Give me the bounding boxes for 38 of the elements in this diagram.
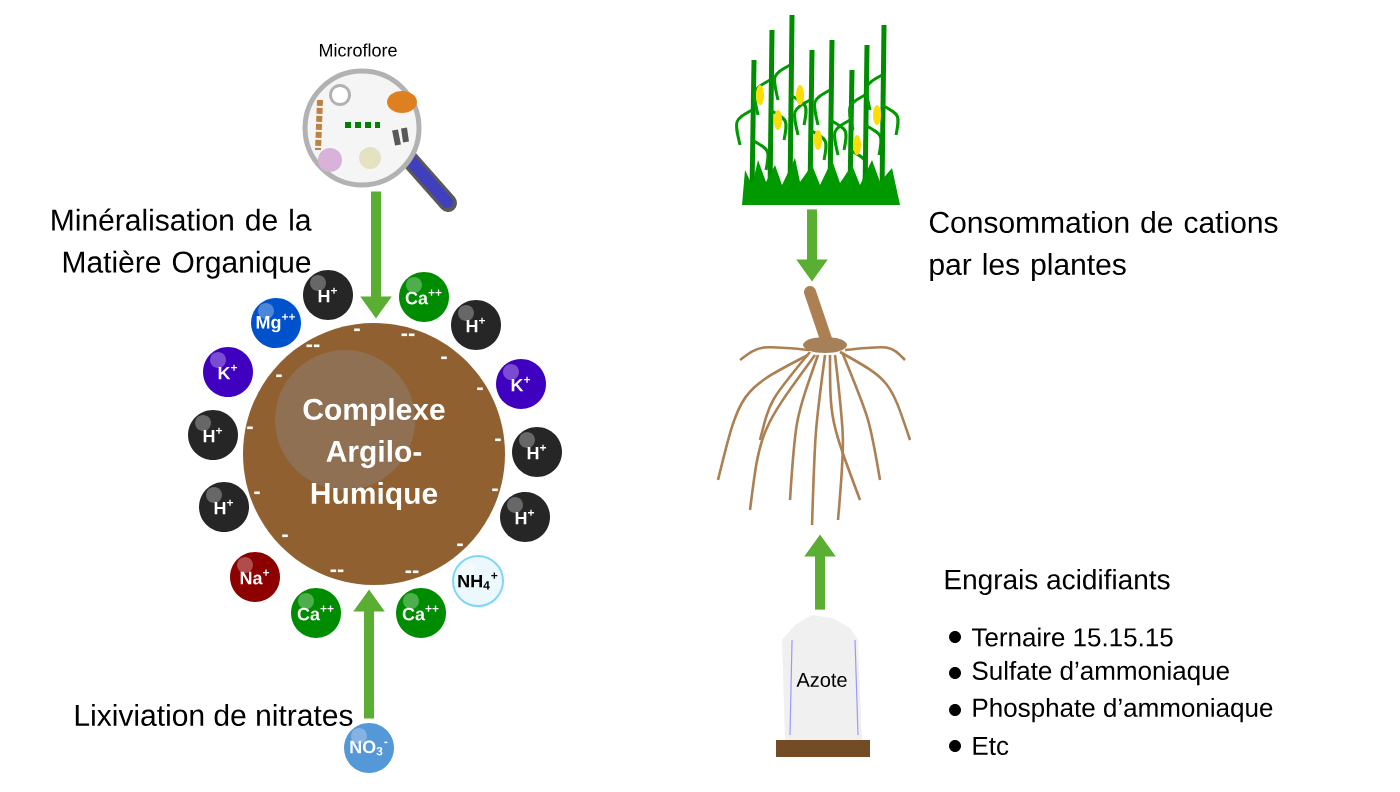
ion-ball: H$^{+}$ xyxy=(188,410,238,460)
node-label: Microflore xyxy=(319,43,397,57)
ion-ball: H$^{+}$ xyxy=(199,482,249,532)
ion-ball: Na$^{+}$ xyxy=(230,552,280,602)
fertilizer-bag-drawing: Azote xyxy=(776,615,870,757)
charge-sign: -- xyxy=(306,344,320,348)
ion-ball: Ca$^{++}$ xyxy=(399,272,449,322)
caption-text: Consommation de cations par les plantes xyxy=(929,211,1278,281)
charge-sign: - xyxy=(354,328,360,332)
ion-ball: Mg$^{++}$ xyxy=(251,298,301,348)
ion-ball: Ca$^{++}$ xyxy=(291,588,341,638)
charge-sign: - xyxy=(477,387,483,391)
roots-drawing xyxy=(716,286,912,526)
list-item: Sulfate d’ammoniaque xyxy=(972,660,1229,686)
ion-ball: H$^{+}$ xyxy=(500,492,550,542)
list-item: Etc xyxy=(973,736,1009,756)
ion-ball: K$^{+}$ xyxy=(203,347,253,397)
charge-sign: - xyxy=(441,356,447,360)
caption-text: Lixiviation de nitrates xyxy=(75,704,353,726)
charge-sign: -- xyxy=(330,569,344,573)
charge-sign: - xyxy=(282,534,288,538)
charge-sign: - xyxy=(495,438,501,442)
caption-text: Engrais acidifiants xyxy=(945,568,1170,596)
ion-ball: H$^{+}$ xyxy=(512,427,562,477)
charge-sign: -- xyxy=(401,333,415,337)
ion-ball: NH$_{4}$+ xyxy=(452,555,504,607)
ion-ball: K$^{+}$ xyxy=(496,359,546,409)
charge-sign: - xyxy=(457,543,463,547)
ion-ball: H$^{+}$ xyxy=(451,300,501,350)
charge-sign: - xyxy=(254,491,260,495)
list-item: Phosphate d’ammoniaque xyxy=(973,697,1273,723)
charge-sign: -- xyxy=(405,570,419,574)
charge-sign: - xyxy=(276,374,282,378)
charge-sign: - xyxy=(247,426,253,430)
corn-plants-drawing xyxy=(735,14,900,205)
charge-sign: - xyxy=(492,488,498,492)
ion-ball: Ca$^{++}$ xyxy=(396,588,446,638)
list-item: Ternaire 15.15.15 xyxy=(972,627,1173,647)
